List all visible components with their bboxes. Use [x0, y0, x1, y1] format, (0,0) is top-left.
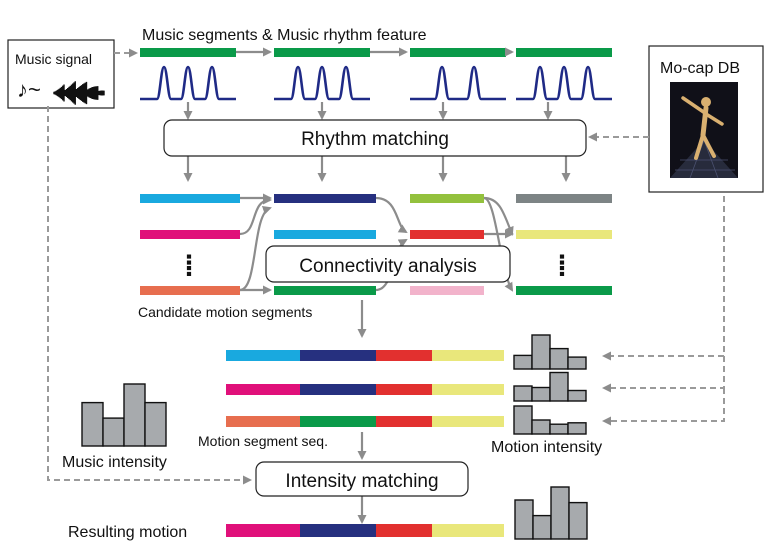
candidate-segment-bar: [140, 230, 240, 239]
result-segment-bar: [226, 524, 300, 537]
ellipsis-right: ⁞: [557, 250, 567, 283]
candidate-link-arrow: [483, 196, 514, 236]
music-segment-bar: [274, 48, 370, 57]
music-intensity-label: Music intensity: [62, 454, 167, 471]
candidate-link-arrow: [483, 196, 514, 292]
music-signal-box: Music signal ♪~: [7, 39, 115, 109]
result-segment-bar: [376, 524, 432, 537]
sequence-segment-bar: [300, 384, 376, 395]
sequence-segment-bar: [300, 416, 376, 427]
histogram-bar: [514, 499, 534, 540]
connectivity-analysis-box: Connectivity analysis: [265, 245, 511, 283]
result-segment-bar: [300, 524, 376, 537]
resulting-motion-row: [226, 524, 504, 537]
rhythm-matching-label: Rhythm matching: [301, 129, 449, 150]
candidate-link-arrow: [375, 196, 408, 234]
candidate-segment-bar: [516, 230, 612, 239]
mocap-to-intensity-arrow-3: [602, 388, 725, 426]
sequence-segment-bar: [226, 416, 300, 427]
histogram-bar: [568, 501, 588, 540]
mocap-db-label: Mo-cap DB: [660, 60, 740, 77]
candidate-segments: [140, 194, 612, 295]
motion-intensity-label: Motion intensity: [491, 439, 602, 456]
histogram-bar: [549, 423, 569, 435]
histogram-bar: [102, 417, 125, 447]
sequence-segment-bar: [376, 350, 432, 361]
music-segment-bar: [516, 48, 612, 57]
sequence-segment-bar: [432, 416, 504, 427]
music-segment-bar: [410, 48, 506, 57]
rhythm-feature-curve: [516, 65, 612, 101]
candidate-segment-bar: [410, 194, 484, 203]
waveform-icon: [53, 81, 105, 105]
music-segments-title: Music segments & Music rhythm feature: [142, 27, 427, 44]
resulting-motion-label: Resulting motion: [68, 524, 187, 541]
sequence-segment-bar: [432, 384, 504, 395]
rhythm-feature-curve: [274, 65, 370, 101]
connectivity-analysis-label: Connectivity analysis: [299, 256, 476, 277]
mocap-to-intensity-arrow-1: [602, 196, 725, 361]
sequence-segment-bar: [376, 384, 432, 395]
music-note-icon: ♪~: [17, 77, 41, 102]
candidate-segment-bar: [516, 194, 612, 203]
candidate-segment-bar: [410, 286, 484, 295]
sequence-segment-bar: [376, 416, 432, 427]
motion-segment-seq-label: Motion segment seq.: [198, 433, 328, 449]
histogram-bar: [513, 405, 533, 435]
connector-arrows: [47, 47, 725, 524]
candidate-segment-bar: [274, 286, 376, 295]
histogram-bar: [532, 514, 552, 540]
sequence-segment-bar: [226, 350, 300, 361]
motion-sequences: [226, 350, 504, 427]
histogram-bar: [513, 385, 533, 402]
ellipsis-left: ⁞: [184, 250, 194, 283]
histogram-bar: [567, 356, 587, 370]
candidate-segment-bar: [410, 230, 484, 239]
histogram-bar: [531, 386, 551, 402]
music-to-intensity-arrow: [47, 106, 252, 485]
sequence-segment-bar: [432, 350, 504, 361]
music-segments-row: [140, 48, 612, 101]
music-segment-bar: [140, 48, 236, 57]
histogram-bar: [567, 422, 587, 435]
rhythm-feature-curve: [140, 65, 236, 101]
sequence-segment-bar: [226, 384, 300, 395]
mocap-figure-image: [670, 82, 738, 179]
histogram-bar: [567, 389, 587, 402]
candidate-segment-bar: [274, 230, 376, 239]
intensity-matching-box: Intensity matching: [255, 461, 469, 497]
intensity-histograms: [81, 334, 588, 540]
rhythm-matching-box: Rhythm matching: [163, 119, 587, 157]
histogram-bar: [531, 419, 551, 435]
result-segment-bar: [432, 524, 504, 537]
mocap-to-intensity-arrow-2: [602, 356, 725, 393]
candidate-segment-bar: [274, 194, 376, 203]
candidate-segments-label: Candidate motion segments: [138, 304, 312, 320]
histogram-bar: [513, 354, 533, 370]
rhythm-feature-curve: [410, 65, 506, 101]
intensity-matching-label: Intensity matching: [285, 471, 438, 492]
sequence-segment-bar: [300, 350, 376, 361]
histogram-bar: [549, 347, 569, 370]
histogram-bar: [123, 383, 146, 447]
histogram-bar: [531, 334, 551, 370]
histogram-bar: [550, 486, 570, 540]
histogram-bar: [144, 401, 167, 447]
candidate-segment-bar: [140, 286, 240, 295]
candidate-segment-bar: [516, 286, 612, 295]
candidate-segment-bar: [140, 194, 240, 203]
music-signal-label: Music signal: [15, 51, 92, 67]
histogram-bar: [549, 371, 569, 402]
candidate-link-arrow: [239, 195, 272, 236]
histogram-bar: [81, 401, 104, 447]
candidate-link-arrow: [239, 205, 272, 292]
mocap-db-box: Mo-cap DB: [648, 45, 764, 193]
